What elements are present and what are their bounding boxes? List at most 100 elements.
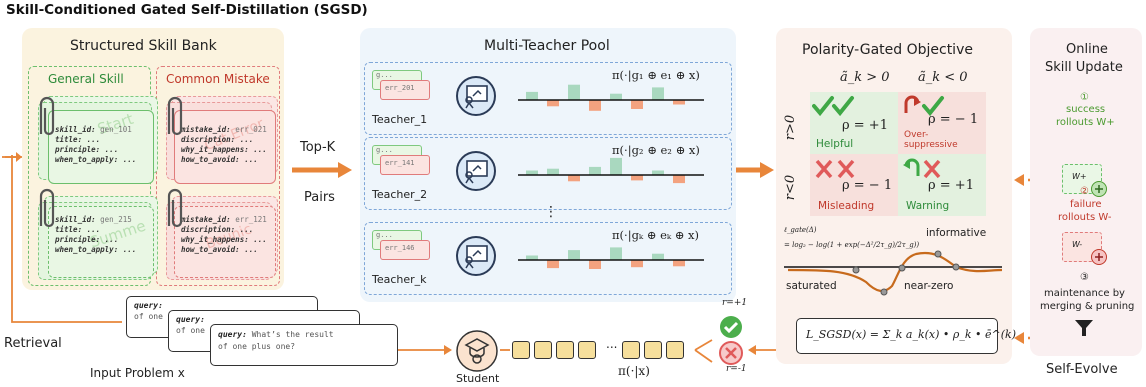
card-dots: ... [253, 235, 267, 244]
teacher-err-id: err_146 [385, 244, 415, 252]
distribution-bar [610, 157, 622, 175]
curve-label-saturated: saturated [786, 280, 837, 292]
teacher-icon [456, 151, 496, 191]
step2-number: ② [1080, 186, 1089, 197]
distribution-bar [631, 100, 643, 109]
success-rollout-box [1062, 164, 1102, 194]
paperclip-icon [167, 96, 183, 136]
cell-over-suppressive [898, 92, 986, 154]
teacher-gen-id: g... [376, 71, 393, 79]
teacher-distribution [518, 247, 704, 269]
curve-point [898, 264, 906, 272]
distribution-bar [547, 100, 559, 107]
figure-title: Skill-Conditioned Gated Self-Distillatio… [6, 2, 368, 18]
check-circle-icon [720, 316, 742, 338]
online-heading-2: Skill Update [1045, 60, 1123, 75]
teacher-gen-id: g... [376, 146, 393, 154]
distribution-bar [631, 260, 643, 268]
rho-misleading: ρ = − 1 [842, 178, 893, 193]
card-key: why_it_happens: [181, 235, 249, 244]
query-card-back-text: of one [134, 312, 163, 321]
token-box [534, 341, 552, 359]
label-helpful: Helpful [816, 138, 854, 150]
mistake-card: Cat Error mistake_id: err_021 discriptio… [174, 110, 276, 184]
general-skill-heading: General Skill [48, 72, 124, 86]
student-icon [456, 330, 498, 372]
failure-rollout-label: W- [1072, 240, 1083, 249]
query-card-mid-text: of one [176, 326, 205, 335]
token-box [666, 341, 684, 359]
online-heading-1: Online [1066, 42, 1108, 57]
polarity-heading: Polarity-Gated Objective [802, 42, 973, 58]
step2-text-1: failure [1070, 199, 1102, 210]
skill-bank-heading: Structured Skill Bank [70, 38, 217, 54]
teacher-icon [456, 236, 496, 276]
distribution-bar [652, 87, 664, 100]
card-key: principle: [55, 235, 101, 244]
distribution-bar [673, 260, 685, 267]
card-dots: ... [244, 245, 258, 254]
student-policy: π(·|x) [618, 364, 650, 378]
paperclip-icon [167, 188, 183, 228]
card-key: when_to_apply: [55, 245, 119, 254]
curve-label-near-zero: near-zero [904, 280, 954, 292]
distribution-bar [673, 175, 685, 184]
gate-formula-lhs: ℓ_gate(Δ) [784, 226, 817, 234]
teacher-name: Teacher_k [372, 273, 427, 286]
teacher-policy: π(·|g₂ ⊕ e₂ ⊕ x) [612, 143, 700, 157]
card-key: title: [55, 225, 83, 234]
general-skill-card: Summe skill_id: gen_215 title: ... princ… [48, 206, 154, 278]
card-value: err_021 [235, 125, 267, 134]
teacher-distribution [518, 157, 704, 184]
cross-circle-icon [719, 341, 743, 365]
query-card [210, 324, 398, 366]
row-header-pos: r>0 [783, 114, 799, 141]
card-dots: ... [122, 155, 137, 164]
teacher-err-id: err_141 [385, 159, 415, 167]
step1-text-2: rollouts W+ [1056, 117, 1115, 128]
curve-point [934, 250, 942, 258]
curve-point [952, 263, 960, 271]
card-dots: ... [244, 155, 258, 164]
distribution-bar [610, 247, 622, 260]
rho-warning: ρ = +1 [928, 178, 974, 193]
redo-check-icon [904, 95, 944, 117]
distribution-bar [589, 100, 601, 111]
add-mistake-icon [1091, 249, 1107, 265]
card-key: why_it_happens: [181, 145, 249, 154]
step2-text-2: rollouts W- [1058, 212, 1112, 223]
step1-number: ① [1080, 92, 1089, 103]
mistake-card: Bounic mistake_id: err_121 discription: … [174, 206, 276, 278]
gate-curve-plot [784, 250, 1003, 296]
teacher-name: Teacher_2 [372, 188, 428, 201]
undo-cross-icon [903, 158, 941, 179]
rho-helpful: ρ = +1 [842, 118, 888, 133]
distribution-bar [631, 175, 643, 181]
common-mistake-box [156, 66, 280, 286]
teacher-row [364, 222, 732, 295]
query-card-back-label: query: [134, 301, 163, 310]
retrieval-label: Retrieval [4, 336, 62, 351]
curve-point [852, 266, 860, 274]
distribution-bar [652, 253, 664, 260]
step3-number: ③ [1080, 272, 1089, 283]
topk-label: Top-K [300, 140, 336, 155]
token-ellipsis: ... [606, 337, 618, 351]
add-skill-icon [1091, 181, 1107, 197]
teacher-policy: π(·|gₖ ⊕ eₖ ⊕ x) [612, 228, 699, 242]
teacher-err-card [380, 80, 430, 100]
gate-formula-rhs: = log₂ − log(1 + exp(−Δ²/2τ_g)/2τ_g)) [784, 241, 920, 249]
teacher-icon [456, 76, 496, 116]
teacher-gen-id: g... [376, 231, 393, 239]
cell-misleading [810, 154, 898, 216]
curve-point [880, 288, 888, 296]
card-key: title: [55, 135, 83, 144]
step3-text-1: maintenance by [1044, 288, 1125, 299]
step1-text-1: success [1066, 104, 1106, 115]
self-evolve-label: Self-Evolve [1046, 362, 1118, 377]
card-key: mistake_id: [181, 215, 231, 224]
distribution-bar [589, 166, 601, 175]
card-dots: ... [104, 145, 119, 154]
token-box [644, 341, 662, 359]
teacher-distribution [518, 84, 704, 111]
